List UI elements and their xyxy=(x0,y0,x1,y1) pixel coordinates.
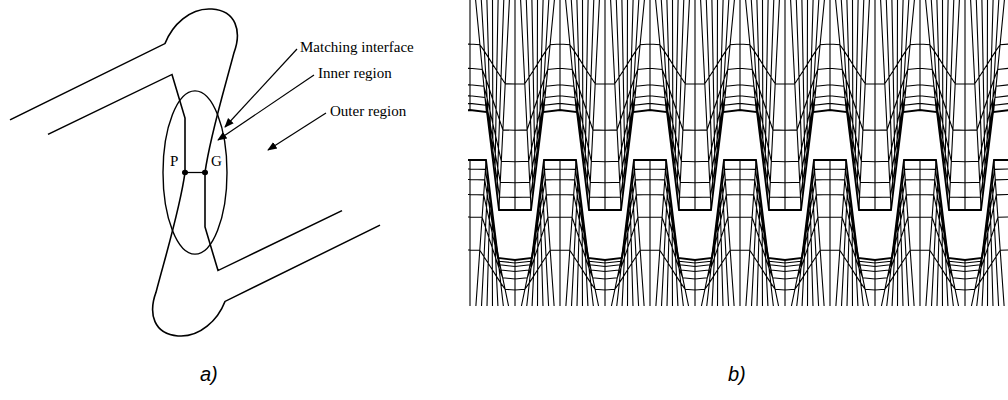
mesh-lines xyxy=(468,160,1008,306)
contact-point xyxy=(182,170,188,175)
point-label: G xyxy=(211,152,222,170)
gear-profile xyxy=(468,160,1008,260)
leader-line xyxy=(225,49,297,127)
mesh-lines xyxy=(468,0,1008,210)
region-label: Inner region xyxy=(318,64,392,82)
contact-point xyxy=(202,170,208,175)
point-label: P xyxy=(170,152,178,170)
region-label: Matching interface xyxy=(300,38,414,56)
leader-line xyxy=(268,113,326,150)
tooth-profile xyxy=(10,9,342,271)
panel-label: b) xyxy=(728,362,746,386)
region-label: Outer region xyxy=(330,102,406,120)
panel-label: a) xyxy=(200,362,218,386)
matching-interface xyxy=(163,91,227,254)
